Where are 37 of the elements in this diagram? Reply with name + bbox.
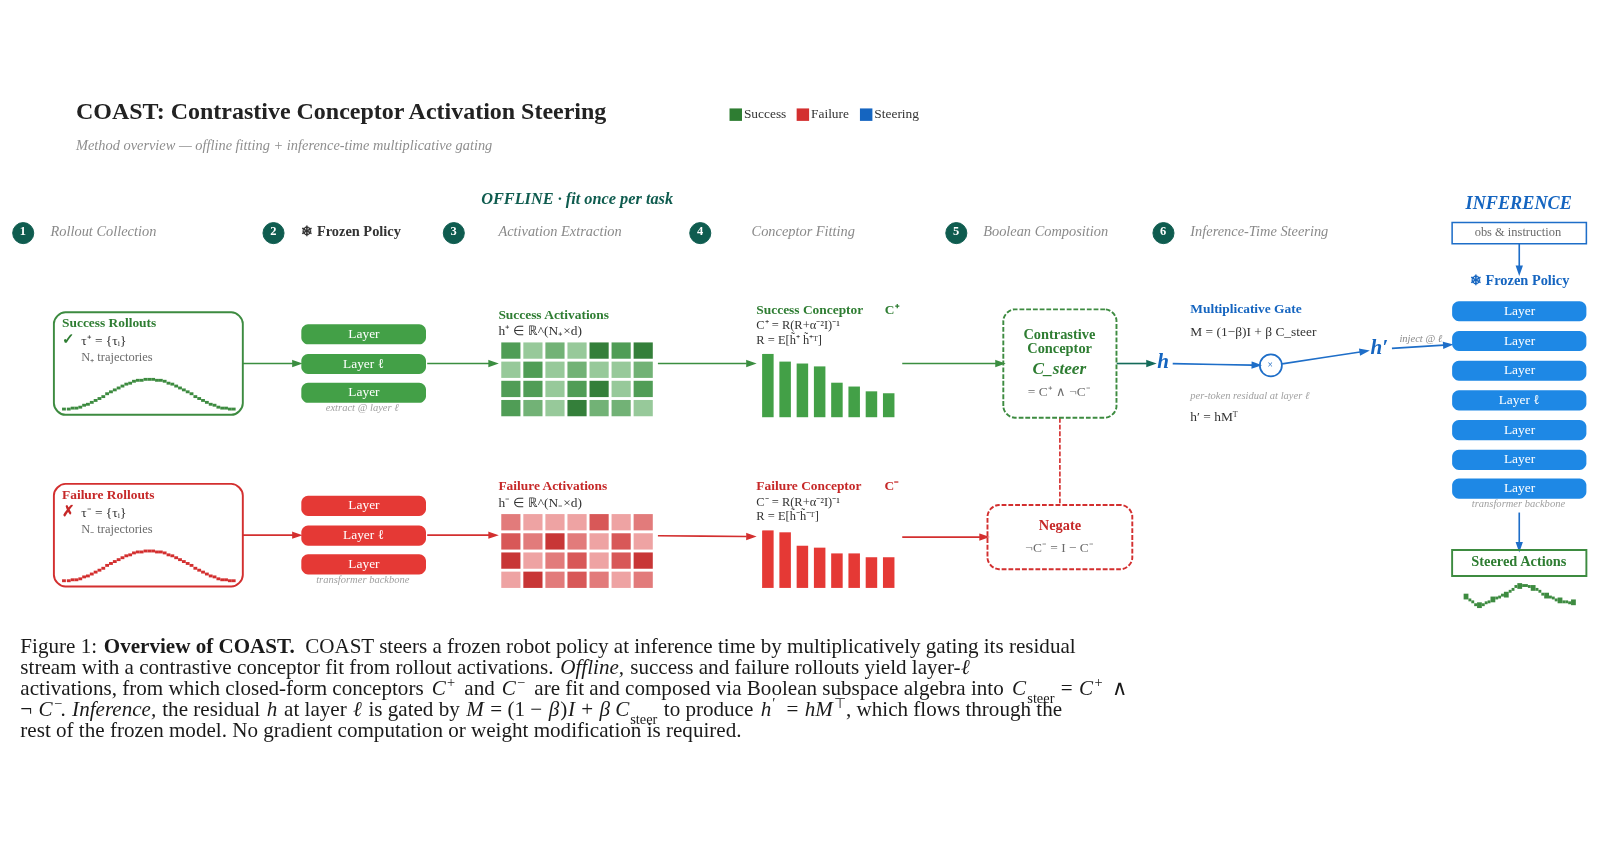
node-label: transformer backbone [316, 573, 410, 585]
node-label: C⁺ [884, 301, 900, 317]
node-label: C⁻ = R(R+α⁻²I)⁻¹ [756, 494, 840, 509]
node-label: C⁻ [884, 477, 900, 493]
label: OFFLINE · fit once per task [481, 188, 674, 208]
node-text: h′ [1370, 334, 1389, 359]
node-label: C⁺ = R(R+α⁻²I)⁻¹ [756, 317, 840, 332]
legend-label: Success [743, 105, 787, 121]
node-label: Failure Conceptor [756, 477, 862, 493]
node-label: R = E[h̃⁺ h̃⁺ᵀ] [756, 332, 822, 347]
node-label: Conceptor Fitting [751, 222, 855, 239]
label: Method overview — offline fitting + inference-time multiplicative gating [75, 136, 493, 153]
label: INFERENCE [1465, 192, 1572, 213]
node-label: h⁺ ∈ ℝ^(N₊×d) [498, 322, 582, 338]
node-label: transformer backbone [1471, 497, 1566, 509]
label: per-token residual at layer ℓ [1190, 389, 1310, 401]
label: h′ = hMᵀ [1190, 408, 1238, 424]
label: M = (1−β)I + β C_steer [1190, 323, 1317, 339]
caption: Figure 1: Overview of COAST. COAST steers a frozen robot policy at inference time by multiplicatively gating its residual stream with a contrastive conceptor fit from rollout activations. Offline, success and failure rollouts yield layer-ℓ activations, from which closed-form conceptors C$^{+}$ and C$^{−}$ are fit and composed via Boolean subspace algebra into C$_{steer}$ = C$^{+}$ ∧ ¬ C$^{−}$. Inference, the residual h at layer ℓ is gated by M = (1 − β)I + β C$_{steer}$ to produce h$^{′}$ = hM$^{⊤}$, which flows through the rest of the frozen model. No gradient computation or weight modification is required. [20, 633, 1127, 742]
node-label: R = E[h̃⁻h̃⁻ᵀ] [756, 508, 819, 523]
node-text: h [1157, 348, 1169, 373]
label: Multiplicative Gate [1190, 300, 1302, 316]
node-label: Success Conceptor [756, 301, 864, 317]
node-label: Activation Extraction [498, 222, 622, 239]
node-label: Failure Activations [498, 477, 608, 493]
edge-label: inject @ ℓ [1399, 332, 1443, 344]
node-label: Success Activations [498, 306, 609, 322]
node-label: h⁻ ∈ ℝ^(N₋×d) [498, 494, 582, 510]
legend-label: Failure [811, 105, 850, 121]
node-text: ❄ Frozen Policy [1469, 271, 1570, 288]
legend-label: Steering [874, 105, 920, 121]
node-label: ❄ Frozen Policy [301, 222, 401, 239]
node-label: Inference-Time Steering [1190, 222, 1329, 239]
diagram-title: COAST: Contrastive Conceptor Activation Steering [75, 97, 607, 124]
node-label: extract @ layer ℓ [325, 401, 399, 413]
node-label: Rollout Collection [50, 222, 157, 239]
node-label: Boolean Composition [983, 222, 1109, 239]
